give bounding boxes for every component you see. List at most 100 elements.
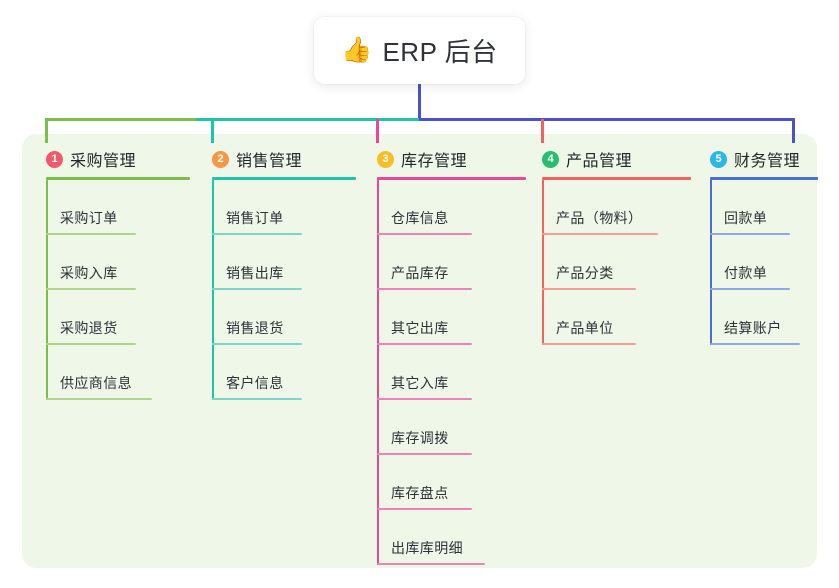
branch-item[interactable]: 销售退货 — [196, 290, 356, 345]
branch-item-underline — [212, 398, 302, 400]
branch-underline-3 — [377, 177, 526, 180]
branch-item-underline — [710, 288, 790, 290]
branch-badge-icon-3: 3 — [377, 150, 394, 168]
branch-item-underline — [46, 343, 136, 345]
branch-item-underline — [212, 233, 302, 235]
branch-item[interactable]: 结算账户 — [694, 290, 818, 345]
branch-spine-3 — [377, 180, 379, 565]
branch-spine-1 — [46, 180, 48, 400]
branch-items-3: 仓库信息产品库存其它出库其它入库库存调拨库存盘点出库库明细 — [361, 180, 526, 565]
branch-underline-1 — [46, 177, 190, 180]
branch-item-label: 产品单位 — [556, 320, 614, 336]
branch-title-3: 库存管理 — [401, 153, 468, 170]
branch-column-3: 3 库存管理仓库信息产品库存其它出库其它入库库存调拨库存盘点出库库明细 — [361, 146, 526, 565]
branch-badge-icon-2: 2 — [212, 150, 229, 168]
branch-item-label: 销售订单 — [226, 210, 284, 226]
branch-title-4: 产品管理 — [566, 153, 633, 170]
branch-item[interactable]: 供应商信息 — [30, 345, 190, 400]
branch-item[interactable]: 其它出库 — [361, 290, 526, 345]
branch-item[interactable]: 产品（物料） — [526, 180, 691, 235]
branch-item[interactable]: 其它入库 — [361, 345, 526, 400]
branch-column-2: 2 销售管理销售订单销售出库销售退货客户信息 — [196, 146, 356, 400]
root-node[interactable]: 👍 ERP 后台 — [314, 17, 525, 84]
branch-item[interactable]: 采购订单 — [30, 180, 190, 235]
branch-item-label: 采购订单 — [60, 210, 118, 226]
branch-badge-icon-1: 1 — [46, 150, 63, 168]
branch-header-5[interactable]: 5 财务管理 — [694, 146, 818, 172]
branch-underline-2 — [212, 177, 356, 180]
branch-badge-icon-5: 5 — [710, 150, 727, 168]
thumbs-up-icon: 👍 — [341, 36, 373, 64]
branch-item[interactable]: 采购退货 — [30, 290, 190, 345]
branch-item-label: 回款单 — [724, 210, 768, 226]
branch-badge-icon-4: 4 — [542, 150, 559, 168]
branch-item-label: 采购入库 — [60, 265, 118, 281]
branch-items-1: 采购订单采购入库采购退货供应商信息 — [30, 180, 190, 400]
branch-item[interactable]: 回款单 — [694, 180, 818, 235]
branch-item-underline — [542, 288, 636, 290]
branch-item[interactable]: 销售出库 — [196, 235, 356, 290]
branch-title-5: 财务管理 — [734, 153, 801, 170]
branch-item[interactable]: 付款单 — [694, 235, 818, 290]
branch-item-label: 产品（物料） — [556, 210, 643, 226]
branch-item-underline — [377, 288, 472, 290]
branch-item[interactable]: 销售订单 — [196, 180, 356, 235]
branch-item-underline — [377, 398, 472, 400]
branch-item[interactable]: 产品库存 — [361, 235, 526, 290]
branch-item-label: 结算账户 — [724, 320, 782, 336]
branch-item-label: 客户信息 — [226, 375, 284, 391]
branch-title-1: 采购管理 — [70, 153, 137, 170]
branch-item[interactable]: 库存调拨 — [361, 400, 526, 455]
diagram-panel — [22, 134, 817, 568]
branch-item-underline — [377, 563, 485, 565]
branch-item-label: 付款单 — [724, 265, 768, 281]
branch-item-underline — [46, 233, 136, 235]
branch-item[interactable]: 产品分类 — [526, 235, 691, 290]
branch-item[interactable]: 产品单位 — [526, 290, 691, 345]
branch-item-label: 销售退货 — [226, 320, 284, 336]
branch-spine-4 — [542, 180, 544, 345]
branch-items-4: 产品（物料） 产品分类产品单位 — [526, 180, 691, 345]
branch-item-underline — [377, 508, 472, 510]
branch-item[interactable]: 采购入库 — [30, 235, 190, 290]
branch-item-underline — [377, 233, 472, 235]
branch-item-underline — [710, 343, 800, 345]
branch-item-label: 库存调拨 — [391, 430, 449, 446]
branch-item[interactable]: 出库库明细 — [361, 510, 526, 565]
branch-item-label: 其它入库 — [391, 375, 449, 391]
branch-column-4: 4 产品管理产品（物料） 产品分类产品单位 — [526, 146, 691, 345]
branch-column-5: 5 财务管理回款单付款单结算账户 — [694, 146, 818, 345]
branch-spine-2 — [212, 180, 214, 400]
branch-title-2: 销售管理 — [236, 153, 303, 170]
branch-header-1[interactable]: 1 采购管理 — [30, 146, 190, 172]
branch-item-label: 产品分类 — [556, 265, 614, 281]
branch-item[interactable]: 仓库信息 — [361, 180, 526, 235]
branch-item-underline — [212, 343, 302, 345]
branch-underline-5 — [710, 177, 818, 180]
branch-item-label: 供应商信息 — [60, 375, 132, 391]
branch-item-underline — [377, 453, 472, 455]
branch-spine-5 — [710, 180, 712, 345]
branch-item-underline — [377, 343, 472, 345]
branch-item-label: 产品库存 — [391, 265, 449, 281]
root-title: ERP 后台 — [382, 37, 498, 67]
branch-item-underline — [542, 233, 658, 235]
branch-item-label: 库存盘点 — [391, 485, 449, 501]
branch-item-label: 采购退货 — [60, 320, 118, 336]
branch-item-label: 出库库明细 — [391, 540, 463, 556]
branch-column-1: 1 采购管理采购订单采购入库采购退货供应商信息 — [30, 146, 190, 400]
branch-item-underline — [212, 288, 302, 290]
branch-header-2[interactable]: 2 销售管理 — [196, 146, 356, 172]
branch-item-label: 其它出库 — [391, 320, 449, 336]
branch-item[interactable]: 库存盘点 — [361, 455, 526, 510]
branch-items-5: 回款单付款单结算账户 — [694, 180, 818, 345]
branch-item[interactable]: 客户信息 — [196, 345, 356, 400]
branch-header-4[interactable]: 4 产品管理 — [526, 146, 691, 172]
branch-item-label: 销售出库 — [226, 265, 284, 281]
branch-underline-4 — [542, 177, 691, 180]
branch-item-underline — [46, 288, 136, 290]
branch-item-underline — [46, 398, 152, 400]
branch-item-underline — [542, 343, 636, 345]
branch-header-3[interactable]: 3 库存管理 — [361, 146, 526, 172]
